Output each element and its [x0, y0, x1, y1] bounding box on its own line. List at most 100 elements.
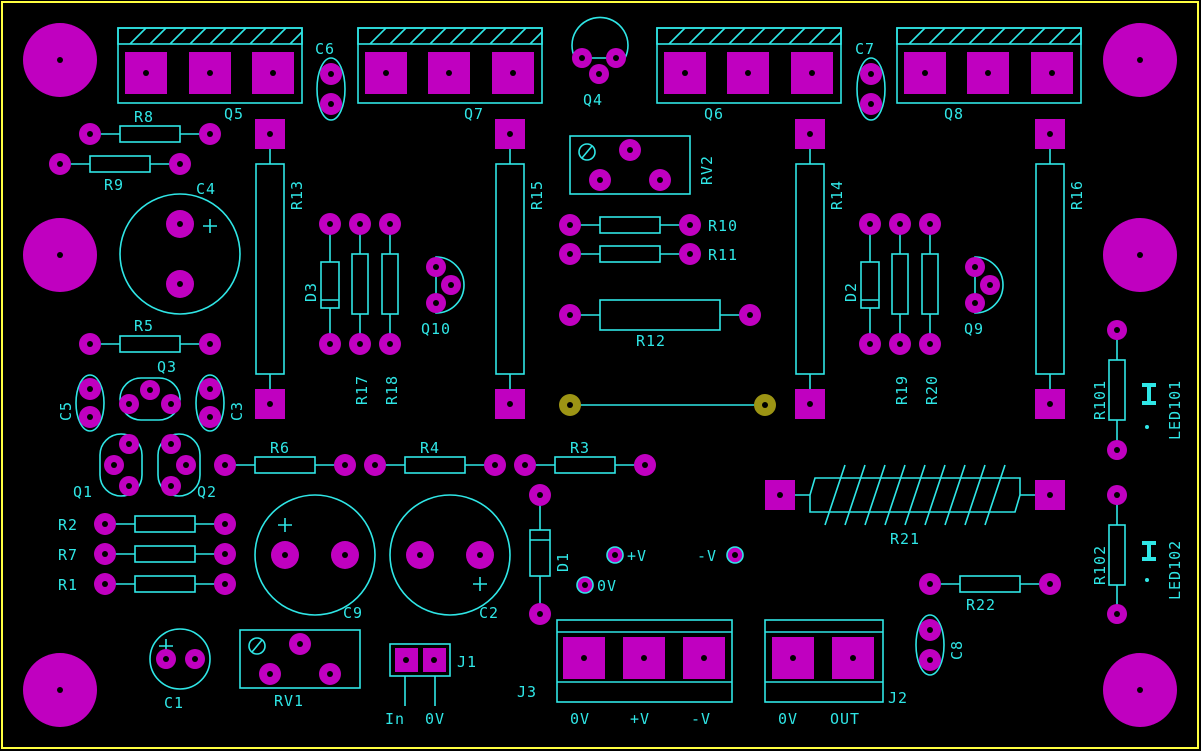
trimmer-rv2: [569, 135, 691, 195]
label-j2-0v: 0V: [778, 710, 798, 728]
label-d2: D2: [842, 282, 860, 302]
label-q3: Q3: [157, 358, 177, 376]
label-q5: Q5: [224, 105, 244, 123]
transistor-q4: [571, 16, 629, 84]
label-j1-0v: 0V: [425, 710, 445, 728]
label-r10: R10: [708, 217, 738, 235]
label-r6: R6: [270, 439, 290, 457]
label-r102: R102: [1091, 545, 1109, 585]
label-q4: Q4: [583, 91, 603, 109]
transistor-q6: [656, 27, 842, 104]
label-c5: C5: [57, 401, 75, 421]
capacitor-c7: [856, 57, 886, 121]
resistor-r19: [889, 213, 911, 355]
resistor-r6: [214, 454, 356, 476]
label-r11: R11: [708, 246, 738, 264]
resistor-r102: [1107, 485, 1127, 624]
label-d1: D1: [554, 552, 572, 572]
diode-d3: [319, 213, 341, 355]
resistor-r1: [94, 573, 236, 595]
resistor-r22: [919, 573, 1061, 595]
label-q9: Q9: [964, 320, 984, 338]
label-j1: J1: [457, 653, 477, 671]
label-q10: Q10: [421, 320, 451, 338]
label-r17: R17: [353, 375, 371, 405]
label-q8: Q8: [944, 105, 964, 123]
label-j3-plus-v: +V: [630, 710, 650, 728]
transistor-q7: [357, 27, 543, 104]
label-c7: C7: [855, 40, 875, 58]
label-j1-in: In: [385, 710, 405, 728]
transistor-q1: [99, 433, 143, 497]
diode-d1: [529, 484, 551, 625]
wire-jumper: [559, 394, 776, 416]
label-led101: LED101: [1166, 380, 1184, 440]
capacitor-c8: [915, 614, 945, 676]
label-r21: R21: [890, 530, 920, 548]
resistor-r21: [765, 464, 1065, 526]
label-rv2: RV2: [698, 155, 716, 185]
trimmer-rv1: [239, 629, 361, 689]
capacitor-c6: [316, 57, 346, 121]
transistor-q3: [119, 377, 181, 421]
label-c6: C6: [315, 40, 335, 58]
capacitor-c1: [149, 628, 211, 690]
label-d3: D3: [302, 282, 320, 302]
label-c1: C1: [164, 694, 184, 712]
capacitor-c5: [75, 374, 105, 432]
label-q1: Q1: [73, 483, 93, 501]
test-point-plus-v: [606, 546, 624, 564]
label-r5: R5: [134, 317, 154, 335]
resistor-r2: [94, 513, 236, 535]
led101: [1142, 383, 1156, 429]
label-r19: R19: [893, 375, 911, 405]
label-r9: R9: [104, 176, 124, 194]
label-j3-minus-v: -V: [691, 710, 711, 728]
resistor-r17: [349, 213, 371, 355]
resistor-r13: [255, 119, 285, 419]
label-c9: C9: [343, 604, 363, 622]
label-c4: C4: [196, 180, 216, 198]
resistor-r16: [1035, 119, 1065, 419]
label-c2: C2: [479, 604, 499, 622]
label-r20: R20: [923, 375, 941, 405]
label-j2: J2: [888, 689, 908, 707]
resistor-r12: [559, 299, 761, 331]
resistor-r14: [795, 119, 825, 419]
label-r7: R7: [58, 546, 78, 564]
label-r4: R4: [420, 439, 440, 457]
resistor-r11: [559, 243, 701, 265]
label-r12: R12: [636, 332, 666, 350]
label-led102: LED102: [1166, 540, 1184, 600]
resistor-r20: [919, 213, 941, 355]
connector-j2: [764, 619, 884, 703]
resistor-r8: [79, 123, 221, 145]
capacitor-c9: [254, 494, 376, 616]
transistor-q8: [896, 27, 1082, 104]
label-rv1: RV1: [274, 692, 304, 710]
label-r2: R2: [58, 516, 78, 534]
label-r16: R16: [1068, 180, 1086, 210]
resistor-r101: [1107, 320, 1127, 460]
label-r13: R13: [288, 180, 306, 210]
label-j2-out: OUT: [830, 710, 860, 728]
connector-j3: [556, 619, 733, 703]
label-r18: R18: [383, 375, 401, 405]
label-r3: R3: [570, 439, 590, 457]
label-q2: Q2: [197, 483, 217, 501]
label-minus-v: -V: [697, 547, 717, 565]
capacitor-c4: [119, 193, 241, 315]
resistor-r9: [49, 153, 191, 175]
resistor-r5: [79, 333, 221, 355]
label-plus-v: +V: [627, 547, 647, 565]
label-r1: R1: [58, 576, 78, 594]
transistor-q10: [426, 256, 465, 314]
label-r8: R8: [134, 108, 154, 126]
capacitor-c2: [389, 494, 511, 616]
resistor-r18: [379, 213, 401, 355]
label-r22: R22: [966, 596, 996, 614]
label-q6: Q6: [704, 105, 724, 123]
label-r101: R101: [1091, 380, 1109, 420]
